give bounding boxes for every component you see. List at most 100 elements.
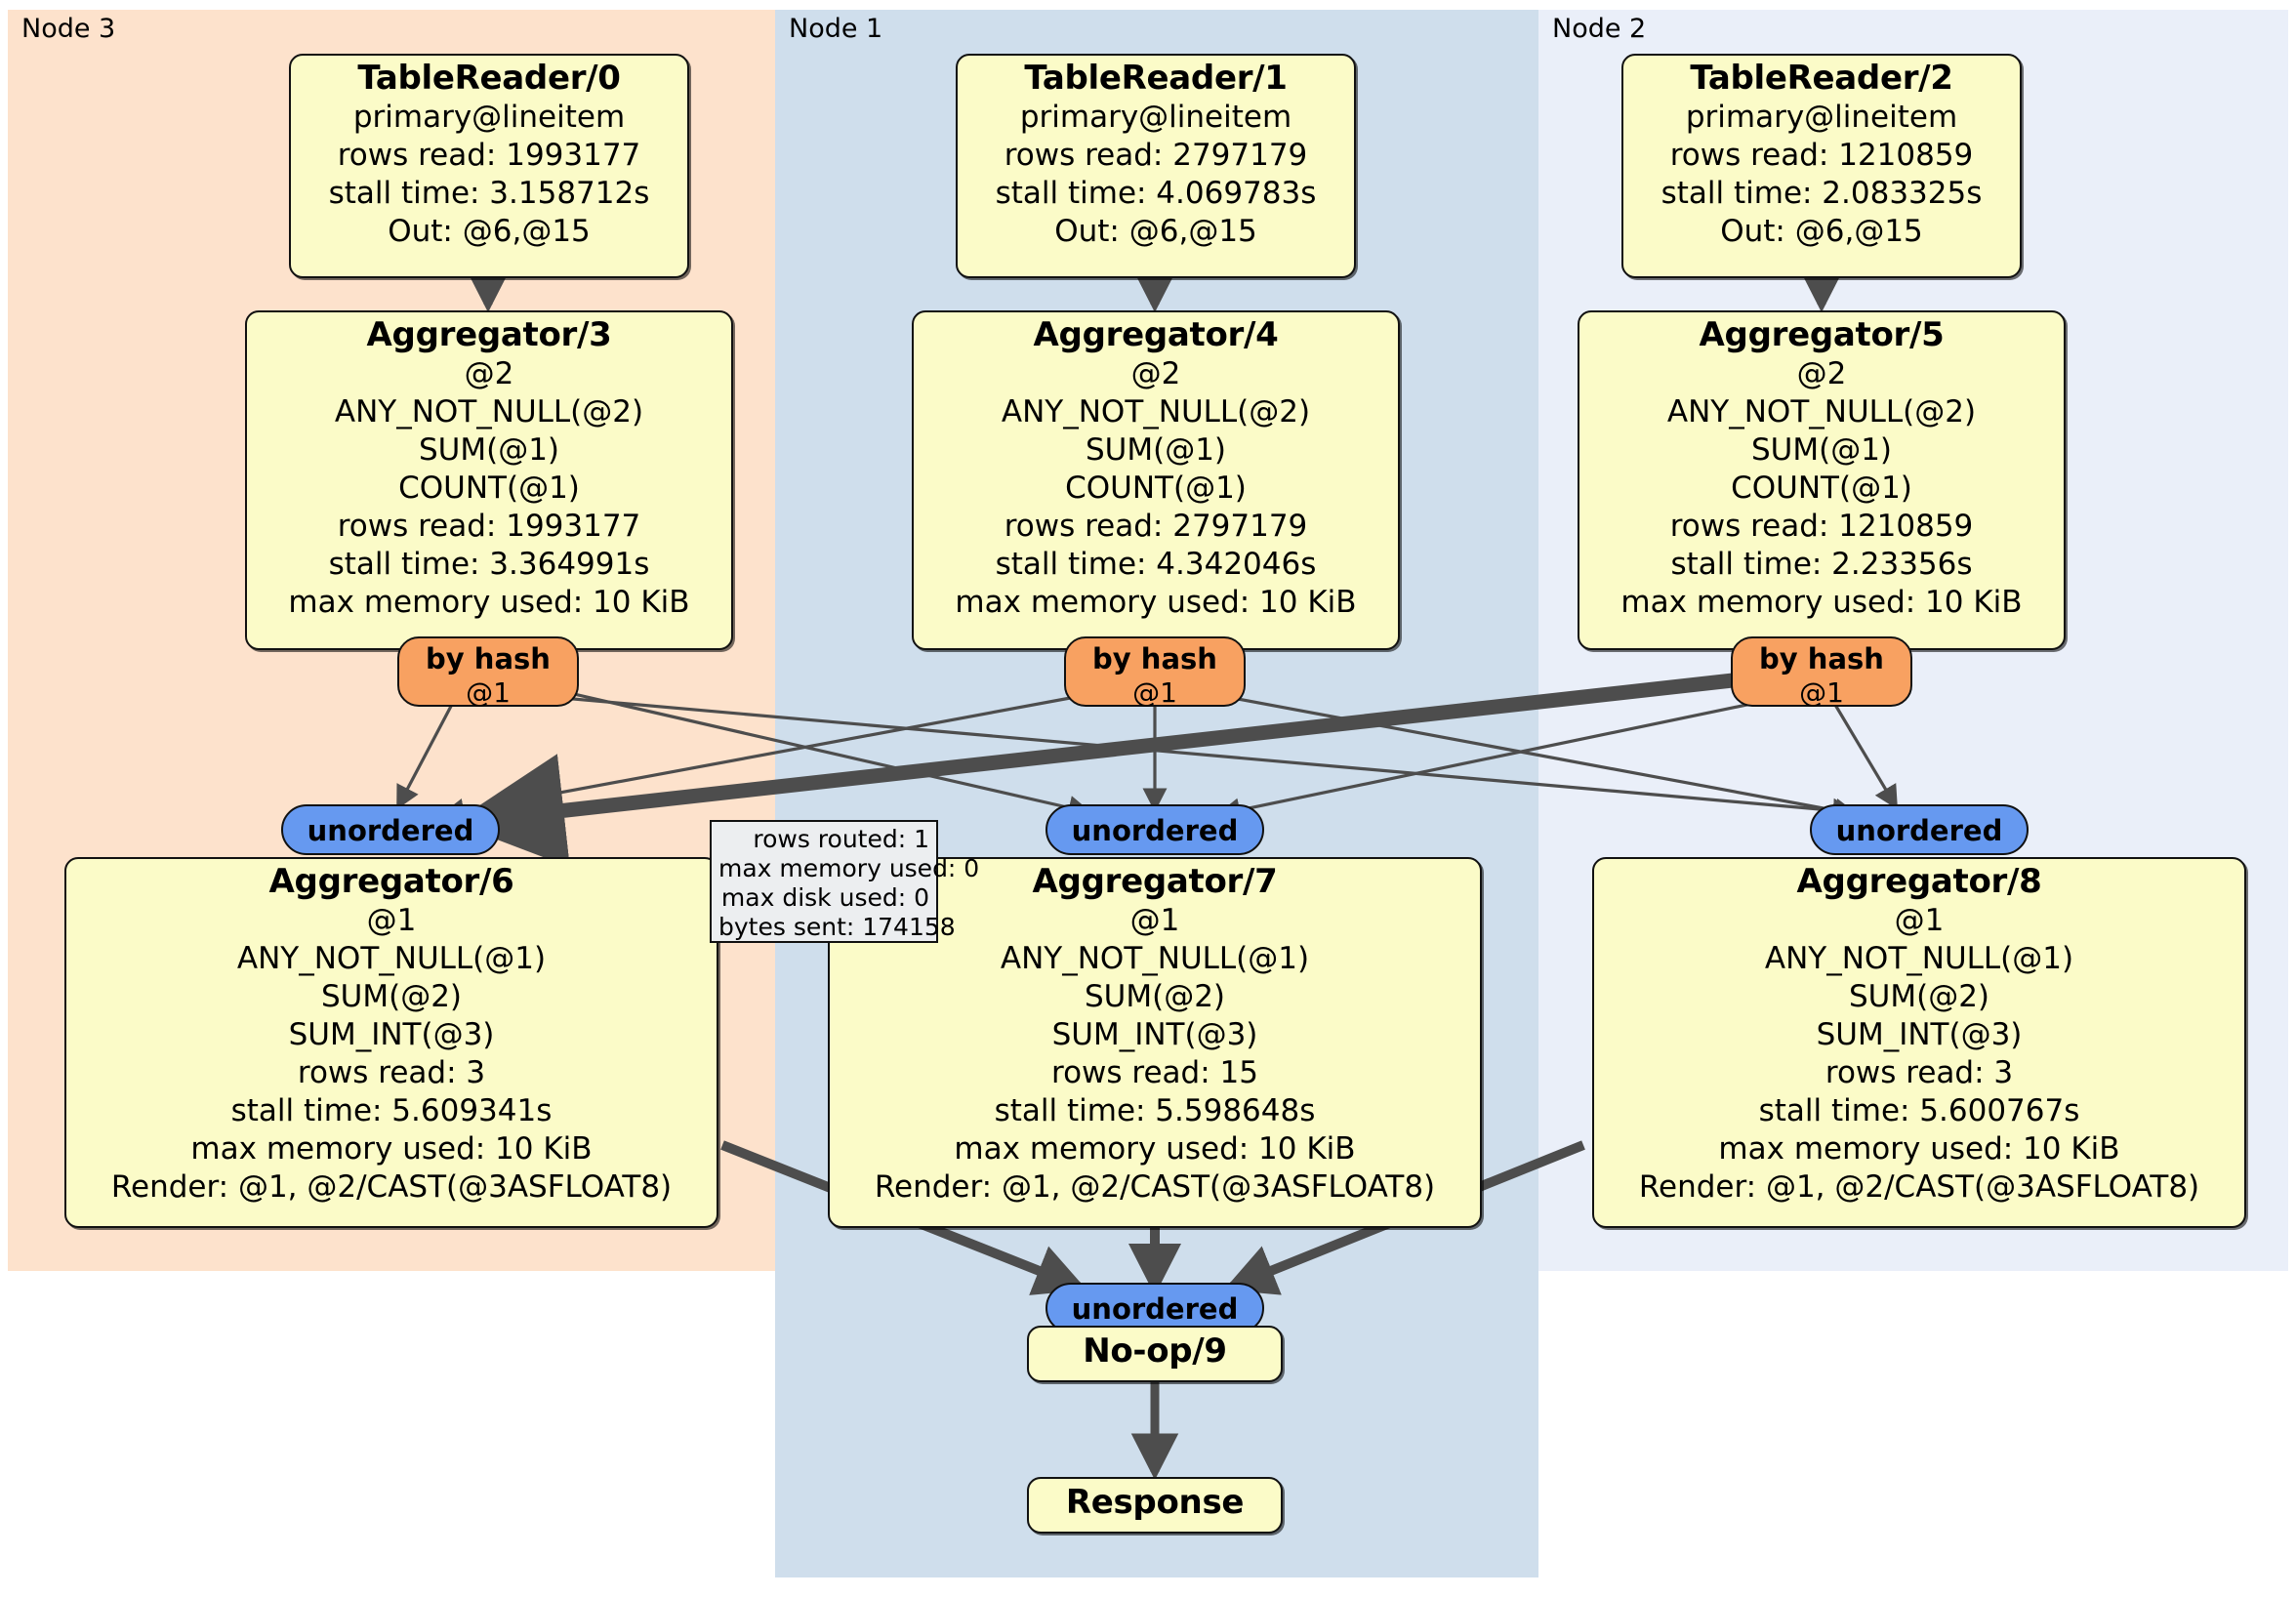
operator-title: Response	[1065, 1483, 1245, 1522]
operator-detail: @1	[366, 903, 417, 938]
operator-detail: COUNT(@1)	[398, 471, 580, 506]
operator-detail: @2	[1796, 356, 1847, 391]
operator-detail: SUM(@2)	[1084, 979, 1226, 1014]
operator-detail: rows read: 2797179	[1004, 509, 1308, 544]
badge-label: unordered	[1071, 814, 1239, 847]
operator-detail: @1	[1129, 903, 1180, 938]
operator-detail: Out: @6,@15	[1720, 214, 1923, 249]
operator-detail: Render: @1, @2/CAST(@3ASFLOAT8)	[110, 1169, 673, 1205]
operator-detail: stall time: 2.083325s	[1660, 176, 1983, 211]
operator-detail: ANY_NOT_NULL(@2)	[334, 394, 644, 430]
operator-title: TableReader/0	[357, 59, 621, 98]
router-stat-line: max memory used: 0	[718, 854, 980, 882]
badge-column: @1	[1799, 676, 1844, 709]
operator-detail: SUM_INT(@3)	[1051, 1017, 1258, 1052]
operator-detail: SUM(@2)	[1848, 979, 1990, 1014]
badge-label: by hash	[426, 642, 551, 676]
operator-detail: max memory used: 10 KiB	[190, 1131, 593, 1167]
badge-label: unordered	[1835, 814, 2003, 847]
operator-detail: @1	[1894, 903, 1945, 938]
operator-detail: rows read: 2797179	[1004, 138, 1308, 173]
operator-title: TableReader/2	[1690, 59, 1953, 98]
operator-detail: COUNT(@1)	[1065, 471, 1247, 506]
operator-detail: max memory used: 10 KiB	[288, 585, 690, 620]
cluster-label-node3: Node 3	[21, 14, 116, 44]
operator-detail: SUM_INT(@3)	[1816, 1017, 2023, 1052]
router-stat-line: rows routed: 1	[753, 825, 929, 853]
operator-tablereader-0[interactable]: TableReader/0 primary@lineitem rows read…	[289, 54, 689, 278]
operator-detail: SUM_INT(@3)	[288, 1017, 495, 1052]
operator-tablereader-2[interactable]: TableReader/2 primary@lineitem rows read…	[1621, 54, 2022, 278]
operator-aggregator-4[interactable]: Aggregator/4 @2 ANY_NOT_NULL(@2) SUM(@1)…	[912, 310, 1400, 650]
operator-tablereader-1[interactable]: TableReader/1 primary@lineitem rows read…	[956, 54, 1356, 278]
operator-noop-9[interactable]: No-op/9	[1027, 1326, 1283, 1382]
operator-detail: rows read: 15	[1051, 1055, 1258, 1090]
operator-detail: SUM(@2)	[320, 979, 463, 1014]
operator-title: TableReader/1	[1024, 59, 1288, 98]
operator-title: Aggregator/3	[366, 315, 612, 354]
operator-detail: stall time: 5.609341s	[230, 1093, 553, 1128]
operator-detail: ANY_NOT_NULL(@1)	[1000, 941, 1310, 976]
operator-detail: rows read: 3	[297, 1055, 486, 1090]
router-stats-box: rows routed: 1 max memory used: 0 max di…	[710, 820, 980, 943]
operator-detail: max memory used: 10 KiB	[1620, 585, 2023, 620]
operator-detail: @2	[464, 356, 514, 391]
operator-aggregator-3[interactable]: Aggregator/3 @2 ANY_NOT_NULL(@2) SUM(@1)…	[245, 310, 733, 650]
operator-detail: SUM(@1)	[1085, 432, 1227, 468]
operator-title: Aggregator/4	[1033, 315, 1279, 354]
operator-detail: stall time: 2.23356s	[1670, 547, 1973, 582]
stream-badge-by-hash-5[interactable]: by hash @1	[1731, 636, 1912, 709]
operator-detail: primary@lineitem	[1685, 100, 1958, 135]
operator-title: Aggregator/8	[1796, 862, 2042, 901]
operator-detail: Render: @1, @2/CAST(@3ASFLOAT8)	[874, 1169, 1436, 1205]
badge-label: by hash	[1759, 642, 1884, 676]
operator-detail: max memory used: 10 KiB	[954, 1131, 1356, 1167]
operator-title: Aggregator/7	[1032, 862, 1278, 901]
operator-detail: stall time: 4.342046s	[995, 547, 1317, 582]
operator-detail: rows read: 1993177	[337, 138, 641, 173]
badge-column: @1	[1132, 676, 1177, 709]
badge-label: unordered	[1071, 1292, 1239, 1326]
operator-detail: Out: @6,@15	[388, 214, 591, 249]
operator-detail: stall time: 3.158712s	[328, 176, 650, 211]
stream-badge-unordered-6[interactable]: unordered	[281, 804, 500, 855]
operator-detail: ANY_NOT_NULL(@2)	[1001, 394, 1311, 430]
operator-detail: rows read: 1210859	[1669, 509, 1974, 544]
stream-badge-by-hash-4[interactable]: by hash @1	[1064, 636, 1246, 709]
operator-detail: SUM(@1)	[1750, 432, 1893, 468]
operator-detail: ANY_NOT_NULL(@1)	[1764, 941, 2074, 976]
operator-detail: @2	[1130, 356, 1181, 391]
operator-detail: ANY_NOT_NULL(@2)	[1666, 394, 1977, 430]
badge-column: @1	[466, 676, 511, 709]
badge-label: unordered	[307, 814, 474, 847]
badge-label: by hash	[1092, 642, 1217, 676]
stream-badge-unordered-8[interactable]: unordered	[1810, 804, 2029, 855]
stream-badge-unordered-7[interactable]: unordered	[1046, 804, 1264, 855]
operator-detail: rows read: 3	[1824, 1055, 2014, 1090]
operator-detail: stall time: 5.598648s	[994, 1093, 1316, 1128]
operator-response[interactable]: Response	[1027, 1477, 1283, 1534]
operator-detail: primary@lineitem	[352, 100, 626, 135]
operator-detail: max memory used: 10 KiB	[1718, 1131, 2120, 1167]
stream-badge-by-hash-3[interactable]: by hash @1	[397, 636, 579, 709]
router-stat-line: bytes sent: 174158	[718, 913, 956, 941]
operator-detail: Render: @1, @2/CAST(@3ASFLOAT8)	[1638, 1169, 2200, 1205]
operator-aggregator-6[interactable]: Aggregator/6 @1 ANY_NOT_NULL(@1) SUM(@2)…	[64, 857, 718, 1228]
operator-detail: COUNT(@1)	[1731, 471, 1912, 506]
operator-detail: Out: @6,@15	[1054, 214, 1257, 249]
operator-detail: rows read: 1210859	[1669, 138, 1974, 173]
operator-title: Aggregator/5	[1699, 315, 1945, 354]
operator-detail: stall time: 4.069783s	[995, 176, 1317, 211]
router-stat-line: max disk used: 0	[720, 883, 929, 912]
operator-detail: SUM(@1)	[418, 432, 560, 468]
operator-aggregator-8[interactable]: Aggregator/8 @1 ANY_NOT_NULL(@1) SUM(@2)…	[1592, 857, 2246, 1228]
operator-title: No-op/9	[1083, 1331, 1227, 1371]
operator-title: Aggregator/6	[268, 862, 514, 901]
operator-detail: ANY_NOT_NULL(@1)	[236, 941, 547, 976]
operator-aggregator-7[interactable]: Aggregator/7 @1 ANY_NOT_NULL(@1) SUM(@2)…	[828, 857, 1482, 1228]
operator-detail: primary@lineitem	[1019, 100, 1292, 135]
operator-detail: max memory used: 10 KiB	[955, 585, 1357, 620]
stream-badge-unordered-final[interactable]: unordered	[1046, 1283, 1264, 1333]
operator-aggregator-5[interactable]: Aggregator/5 @2 ANY_NOT_NULL(@2) SUM(@1)…	[1578, 310, 2066, 650]
